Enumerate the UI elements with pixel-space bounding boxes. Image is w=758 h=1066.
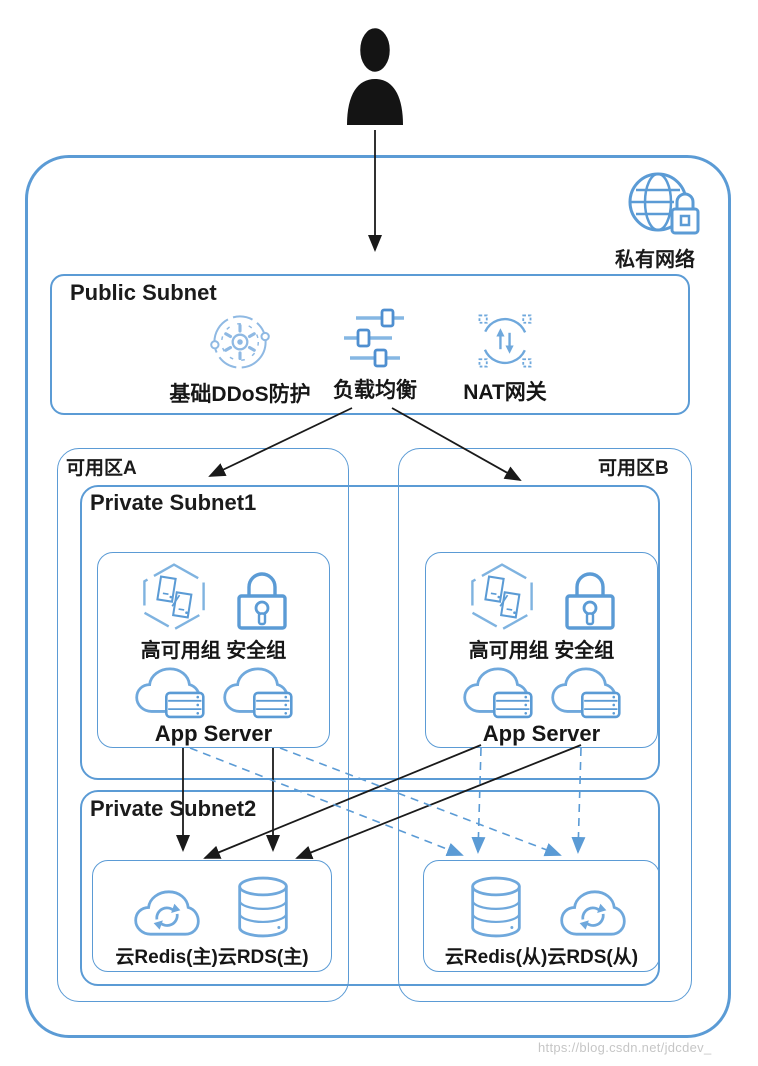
db-group-zone-a: 云Redis(主) 云RDS(主): [92, 860, 332, 972]
public-subnet-box: [50, 274, 690, 415]
ddos-protection-label: 基础DDoS防护: [169, 383, 311, 406]
nat-gateway-item: NAT网关: [445, 310, 565, 406]
app-server-label: App Server: [482, 721, 601, 746]
user-icon: [342, 24, 408, 128]
private-subnet2-title: Private Subnet2: [90, 796, 257, 821]
cloud-redis-icon: [132, 886, 202, 940]
security-group-lock-icon: [232, 564, 292, 634]
rds-master-label: 云RDS(主): [217, 947, 309, 968]
app-server-icon: [549, 663, 623, 721]
zone-a-label: 可用区A: [66, 458, 137, 479]
ha-group-label: 高可用组: [468, 640, 549, 662]
nat-gateway-icon: [474, 310, 536, 372]
app-group-zone-a: 高可用组 安全组: [97, 552, 330, 748]
group-labels: 高可用组 安全组: [469, 634, 615, 663]
group-labels: 高可用组 安全组: [141, 634, 287, 663]
app-server-icon: [221, 663, 295, 721]
load-balancer-icon: [342, 308, 408, 370]
ha-group-label: 高可用组: [140, 640, 221, 662]
app-group-zone-b: 高可用组 安全组: [425, 552, 658, 748]
rds-database-icon: [235, 874, 291, 940]
cloud-redis-slave-label: 云Redis(从): [444, 947, 548, 968]
load-balancer-item: 负载均衡: [315, 308, 435, 404]
ddos-protection-item: 基础DDoS防护: [148, 310, 332, 408]
rds-slave-label: 云RDS(从): [547, 947, 639, 968]
security-group-label: 安全组: [554, 640, 615, 662]
public-subnet-title: Public Subnet: [70, 280, 217, 305]
security-group-label: 安全组: [226, 640, 287, 662]
ddos-protection-icon: [208, 310, 272, 374]
cloud-redis-master-label: 云Redis(主): [115, 947, 218, 968]
nat-gateway-label: NAT网关: [463, 381, 547, 404]
load-balancer-label: 负载均衡: [333, 379, 417, 402]
ha-group-icon: [464, 560, 540, 634]
rds-master-item: 云RDS(主): [218, 874, 309, 969]
rds-database-icon: [468, 874, 524, 940]
watermark: https://blog.csdn.net/jdcdev_: [538, 1040, 712, 1055]
app-server-icon: [133, 663, 207, 721]
db-group-zone-b: 云Redis(从) 云RDS(从): [423, 860, 660, 972]
zone-b-box: [398, 448, 692, 1002]
app-server-label: App Server: [154, 721, 273, 746]
ha-group-icon: [136, 560, 212, 634]
private-network-label: 私有网络: [615, 249, 695, 271]
rds-slave-item: 云RDS(从): [547, 886, 638, 969]
zone-b-label: 可用区B: [598, 458, 669, 479]
app-server-icon: [461, 663, 535, 721]
private-subnet1-title: Private Subnet1: [90, 490, 257, 515]
cloud-redis-master-item: 云Redis(主): [115, 886, 218, 969]
cloud-redis-slave-item: 云Redis(从): [445, 874, 547, 969]
globe-lock-icon: [624, 168, 704, 242]
security-group-lock-icon: [560, 564, 620, 634]
private-network-box: [25, 155, 731, 1038]
cloud-redis-icon: [558, 886, 628, 940]
zone-a-box: [57, 448, 349, 1002]
